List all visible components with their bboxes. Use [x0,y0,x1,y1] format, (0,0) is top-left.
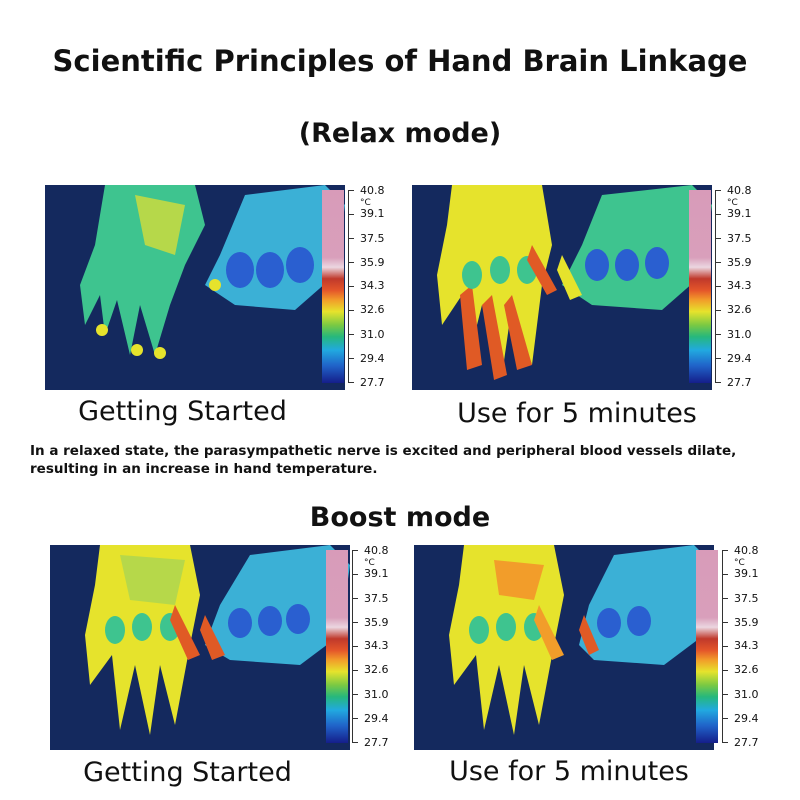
right-hand [579,545,714,665]
boost-5min-temperature-scale: °C 40.8 39.1 37.5 35.9 34.3 32.6 31.0 29… [696,545,776,750]
tick-label: 27.7 [727,376,752,389]
tick-label: 37.5 [360,232,385,245]
relax-5min-caption: Use for 5 minutes [457,398,697,429]
tick-label: 31.0 [364,688,389,701]
tick-label: 37.5 [364,592,389,605]
page-title: Scientific Principles of Hand Brain Link… [52,44,748,78]
tick-label: 32.6 [364,663,389,676]
relax-start-caption: Getting Started [78,396,287,427]
relax-start-temperature-scale: °C 40.8 39.1 37.5 35.9 34.3 32.6 31.0 29… [322,185,402,390]
boost-start-temperature-scale: °C 40.8 39.1 37.5 35.9 34.3 32.6 31.0 29… [326,545,406,750]
color-scale-bar [696,550,718,743]
tick-label: 27.7 [734,736,759,749]
tick-label: 35.9 [727,256,752,269]
right-hand [205,185,345,310]
tick-label: 39.1 [364,567,389,580]
unit-label: °C [734,558,745,568]
tick-label: 31.0 [360,328,385,341]
left-hand [85,545,200,735]
tick-label: 40.8 [727,184,752,197]
relax-mode-heading: (Relax mode) [298,118,502,149]
unit-label: °C [727,198,738,208]
unit-label: °C [360,198,371,208]
color-scale-bar [326,550,348,743]
tick-label: 39.1 [360,207,385,220]
color-scale-bar [689,190,711,383]
tick-label: 34.3 [360,279,385,292]
relax-description-line-1: In a relaxed state, the parasympathetic … [30,443,737,459]
tick-label: 31.0 [734,688,759,701]
tick-label: 32.6 [360,303,385,316]
left-hand [80,185,205,359]
tick-label: 35.9 [364,616,389,629]
boost-5min-thermal-image [414,545,714,750]
tick-label: 35.9 [734,616,759,629]
tick-label: 37.5 [727,232,752,245]
tick-label: 29.4 [360,352,385,365]
tick-label: 27.7 [364,736,389,749]
tick-label: 40.8 [360,184,385,197]
relax-5min-temperature-scale: °C 40.8 39.1 37.5 35.9 34.3 32.6 31.0 29… [689,185,769,390]
tick-label: 32.6 [727,303,752,316]
relax-description-line-2: resulting in an increase in hand tempera… [30,461,378,477]
boost-5min-caption: Use for 5 minutes [449,756,689,787]
tick-label: 29.4 [734,712,759,725]
boost-start-caption: Getting Started [83,757,292,788]
color-scale-bar [322,190,344,383]
tick-label: 29.4 [364,712,389,725]
tick-label: 27.7 [360,376,385,389]
tick-label: 39.1 [727,207,752,220]
tick-label: 29.4 [727,352,752,365]
tick-label: 40.8 [364,544,389,557]
tick-label: 32.6 [734,663,759,676]
right-hand [557,185,712,310]
left-hand [449,545,564,735]
left-hand [437,185,557,380]
tick-label: 34.3 [364,639,389,652]
relax-5min-thermal-image [412,185,712,390]
tick-label: 39.1 [734,567,759,580]
tick-label: 35.9 [360,256,385,269]
tick-label: 34.3 [727,279,752,292]
boost-mode-heading: Boost mode [309,502,491,533]
tick-label: 34.3 [734,639,759,652]
tick-label: 31.0 [727,328,752,341]
right-hand [200,545,350,665]
tick-label: 40.8 [734,544,759,557]
tick-label: 37.5 [734,592,759,605]
relax-start-thermal-image [45,185,345,390]
unit-label: °C [364,558,375,568]
boost-start-thermal-image [50,545,350,750]
